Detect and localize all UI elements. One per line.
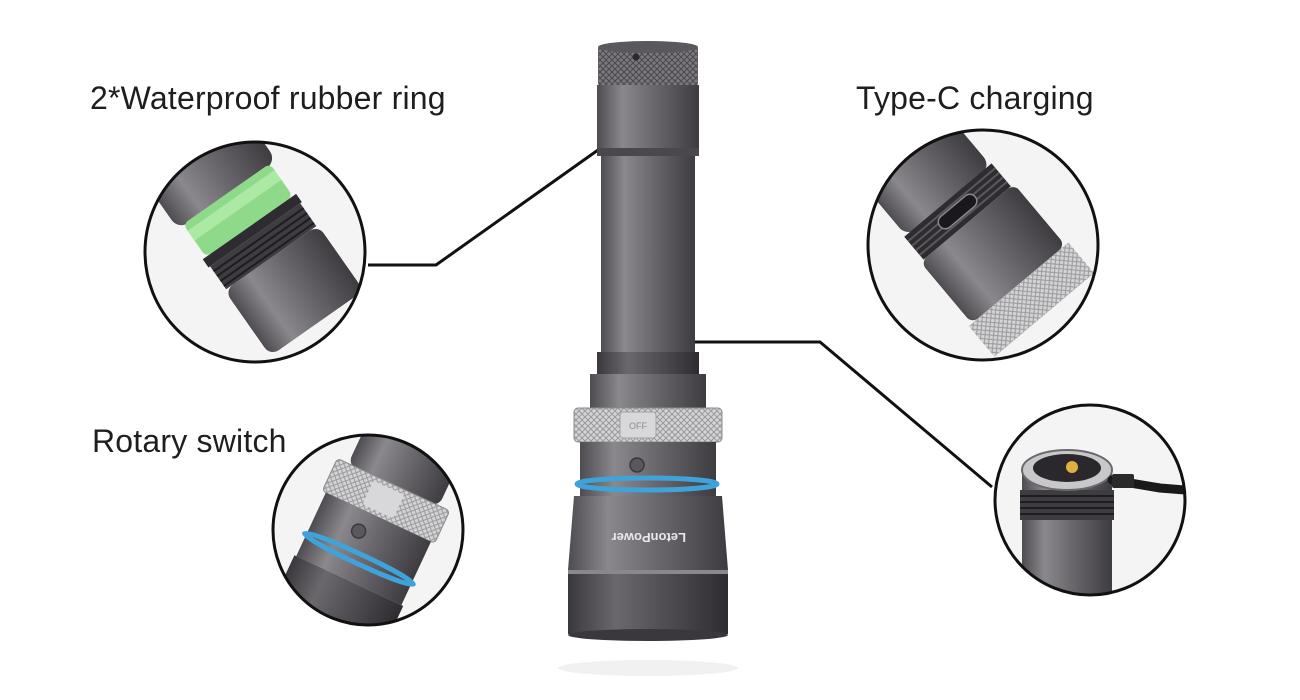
waterproof-ring-label: 2*Waterproof rubber ring [90, 80, 446, 116]
switch-off-text: OFF [629, 421, 647, 431]
flashlight-body: OFF LetonPower [558, 41, 738, 676]
connector-lines [368, 148, 993, 489]
rotary-switch-detail-image [271, 433, 465, 627]
brand-text: LetonPower [612, 530, 686, 545]
waterproof-ring-detail-image [143, 140, 367, 364]
charging-port-detail-image [993, 403, 1187, 597]
type-c-detail-image [866, 128, 1100, 362]
type-c-charging-label: Type-C charging [856, 80, 1094, 116]
rotary-switch-label: Rotary switch [92, 423, 287, 459]
